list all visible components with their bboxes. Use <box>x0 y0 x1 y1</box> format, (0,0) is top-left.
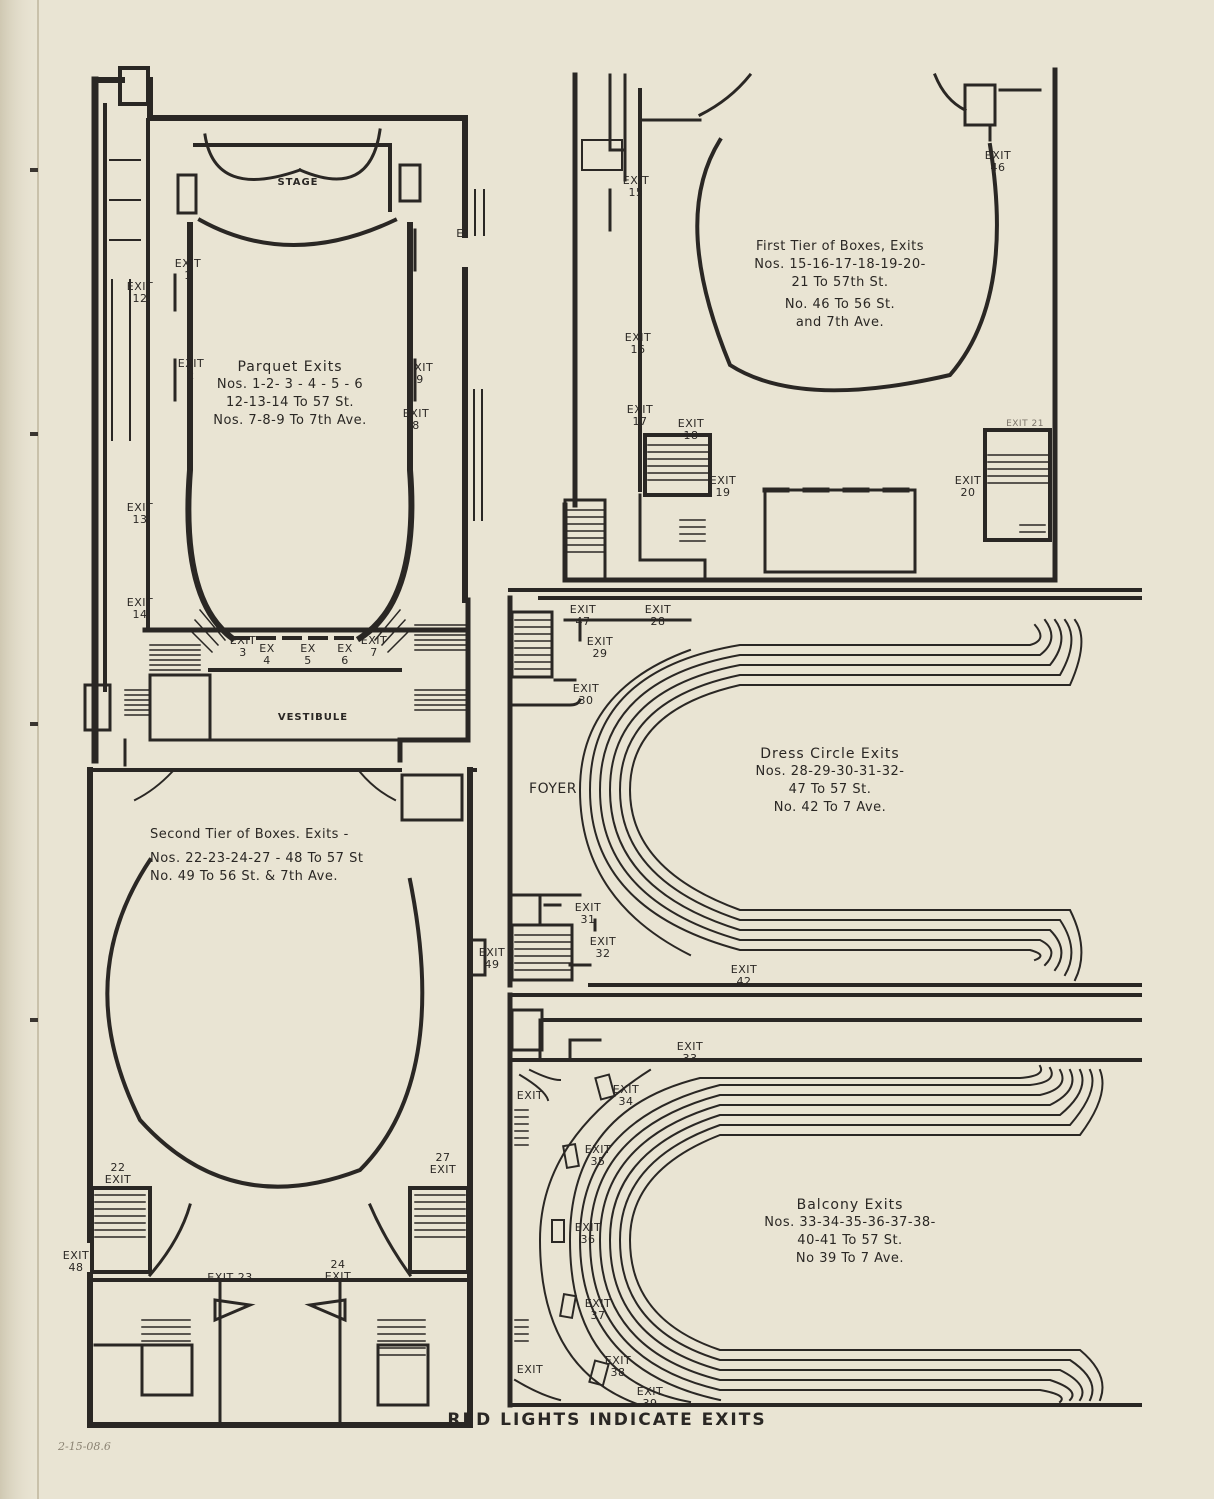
balcony-exits-line: Nos. 33-34-35-36-37-38- <box>764 1215 936 1230</box>
exit-label: EXIT <box>516 1363 544 1376</box>
parquet-exits-note: Parquet Exits Nos. 1-2- 3 - 4 - 5 - 6 12… <box>205 358 375 430</box>
first-tier-exits-line: Nos. 15-16-17-18-19-20- <box>754 257 926 272</box>
first-tier-exits-line: First Tier of Boxes, Exits <box>756 239 924 254</box>
first-tier-exits-line: and 7th Ave. <box>795 315 885 330</box>
first-tier-exits-note: First Tier of Boxes, Exits Nos. 15-16-17… <box>745 238 935 332</box>
dress-circle-plan <box>507 588 1142 988</box>
exit-label: E <box>456 227 464 240</box>
dress-circle-exits-line: 47 To 57 St. <box>788 782 872 797</box>
pencil-annotation: 2-15-08.6 <box>58 1440 111 1453</box>
footer-caption: RED LIGHTS INDICATE EXITS <box>447 1410 767 1430</box>
dress-circle-exits-line: Nos. 28-29-30-31-32- <box>755 764 905 779</box>
balcony-plan <box>507 992 1142 1408</box>
balcony-exits-line: 40-41 To 57 St. <box>797 1233 903 1248</box>
parquet-exits-line: Nos. 7-8-9 To 7th Ave. <box>213 413 367 428</box>
first-tier-exits-line: 21 To 57th St. <box>791 275 889 290</box>
binding-fold <box>0 0 40 1499</box>
foyer-label: FOYER <box>529 781 577 797</box>
second-tier-exits-line: Second Tier of Boxes. Exits - <box>150 827 349 842</box>
exit-label: EXIT 21 <box>1006 419 1044 429</box>
balcony-exits-line: No 39 To 7 Ave. <box>795 1251 905 1266</box>
second-tier-plan <box>87 767 487 1428</box>
second-tier-exits-line: No. 49 To 56 St. & 7th Ave. <box>150 869 338 884</box>
balcony-exits-title: Balcony Exits <box>796 1197 904 1213</box>
vestibule-label: VESTIBULE <box>277 712 349 723</box>
stage-label: STAGE <box>277 177 319 188</box>
dress-circle-exits-note: Dress Circle Exits Nos. 28-29-30-31-32- … <box>745 745 915 817</box>
dress-circle-exits-title: Dress Circle Exits <box>760 746 900 762</box>
parquet-exits-line: 12-13-14 To 57 St. <box>225 395 355 410</box>
binding-staples <box>30 168 38 1022</box>
parquet-exits-title: Parquet Exits <box>237 359 343 375</box>
exit-label: EXIT 23 <box>207 1271 253 1284</box>
first-tier-exits-line: No. 46 To 56 St. <box>784 297 896 312</box>
dress-circle-exits-line: No. 42 To 7 Ave. <box>773 800 887 815</box>
exit-label: EXIT <box>516 1089 544 1102</box>
second-tier-exits-note: Second Tier of Boxes. Exits - Nos. 22-23… <box>150 826 420 886</box>
balcony-exits-note: Balcony Exits Nos. 33-34-35-36-37-38- 40… <box>760 1196 940 1268</box>
parquet-exits-line: Nos. 1-2- 3 - 4 - 5 - 6 <box>216 377 364 392</box>
first-tier-plan <box>562 67 1058 583</box>
second-tier-exits-line: Nos. 22-23-24-27 - 48 To 57 St <box>150 851 364 866</box>
parquet-plan <box>83 66 485 767</box>
